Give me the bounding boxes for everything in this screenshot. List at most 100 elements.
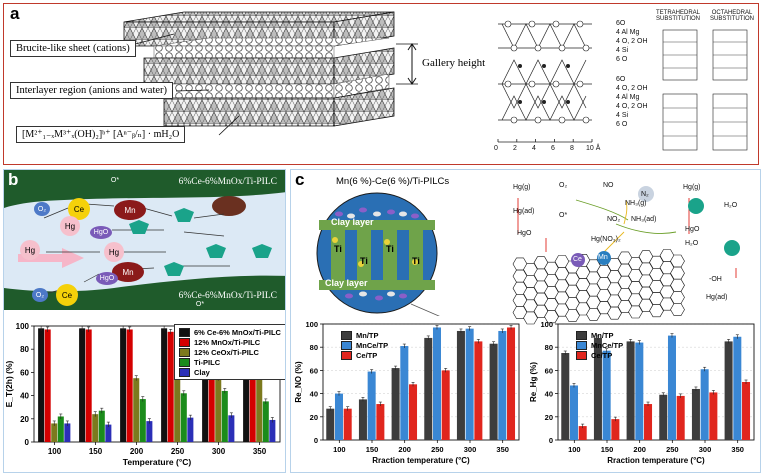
bar [400, 346, 409, 440]
bar [180, 393, 187, 442]
brucite-sheet-label: Brucite-like sheet (cations) [10, 40, 136, 57]
bar [742, 382, 751, 440]
y-tick-label: 60 [545, 366, 553, 375]
pillared-clay-schematic [316, 192, 440, 316]
bar [249, 342, 256, 442]
graphene-hexagon [596, 301, 612, 315]
graphene-hexagon [554, 303, 570, 317]
layer-label: 6 O [616, 56, 628, 63]
bar [376, 404, 385, 440]
y-tick-label: 40 [20, 392, 29, 401]
legend-swatch [341, 350, 352, 360]
x-tick-label: 250 [171, 447, 185, 456]
bar [602, 350, 611, 440]
bar [98, 410, 105, 442]
legend-swatch [179, 357, 190, 367]
plot-frame [322, 323, 520, 441]
legend-label: Mn/TP [356, 330, 379, 340]
graphene-hexagon [533, 304, 549, 318]
legend-item: MnCe/TP [341, 340, 388, 350]
interlayer-region-label: Interlayer region (anions and water) [10, 82, 174, 99]
smectite-structure-sketch [497, 20, 593, 143]
bar [593, 337, 602, 440]
ti-pillar-label: Ti [334, 244, 342, 254]
bar [38, 328, 45, 442]
x-tick-label: 300 [699, 445, 712, 454]
legend-item: 12% CeOx/Ti-PILC [179, 347, 281, 357]
x-axis-label: Temperature (°C) [123, 457, 192, 467]
bar [456, 330, 465, 440]
legend-swatch [179, 347, 190, 357]
legend-label: Ce/TP [356, 350, 378, 360]
mech-label: Hg(ad) [513, 208, 535, 215]
bar [215, 378, 222, 442]
mn-species: Mn [112, 262, 144, 282]
y-tick-label: 60 [20, 368, 29, 377]
o2-species: O₂ [32, 288, 48, 302]
plot-frame [33, 325, 281, 443]
y-tick-label: 0 [25, 438, 30, 447]
legend-item: Ce/TP [341, 350, 388, 360]
bar [391, 368, 400, 440]
y-tick-label: 60 [310, 366, 318, 375]
hgo-species: HgO [96, 272, 118, 285]
bar [221, 390, 228, 442]
legend-item: Mn/TP [576, 330, 623, 340]
scale-tick: 10 Å [586, 145, 601, 152]
mechanism-schematic-b [4, 170, 285, 310]
legend-label: 6% Ce-6% MnOx/Ti-PILC [194, 327, 281, 337]
legend-swatch [179, 327, 190, 337]
legend-swatch [341, 330, 352, 340]
hg-species: Hg [20, 240, 40, 260]
mech-label: HgO [517, 230, 532, 237]
x-tick-label: 300 [212, 447, 226, 456]
bar [92, 414, 99, 442]
panel-b: b 6%Ce-6%MnOx/Ti-PILC 6%Ce-6%MnOx/Ti-PIL… [3, 169, 286, 473]
x-tick-label: 350 [496, 445, 509, 454]
bar [367, 371, 376, 440]
y-axis-label: Re_NO (%) [294, 361, 303, 403]
bar [409, 384, 418, 440]
scale-tick: 4 [532, 145, 536, 152]
bar [208, 334, 215, 442]
mech-label: Hg(g) [683, 184, 701, 191]
catalyst-label-top: 6%Ce-6%MnOx/Ti-PILC [178, 177, 277, 187]
o2-species: O₂ [34, 202, 50, 216]
y-tick-label: 80 [310, 343, 318, 352]
x-axis-label: Rraction temperature (°C) [372, 456, 470, 465]
legend-item: Clay [179, 367, 281, 377]
bar [161, 328, 168, 442]
x-tick-label: 100 [48, 447, 62, 456]
bar [424, 337, 433, 440]
panel-a-label: a [10, 4, 20, 23]
legend-swatch [576, 340, 587, 350]
mech-label: H₂O [685, 240, 699, 247]
x-tick-label: 350 [731, 445, 744, 454]
tetrahedral-substitution-heading: TETRAHEDRAL SUBSTITUTION [656, 10, 701, 22]
ce-species: Ce [56, 284, 78, 306]
y-tick-label: 100 [540, 320, 553, 329]
legend-item: Mn/TP [341, 330, 388, 340]
catalyst-title: Mn(6 %)-Ce(6 %)/Ti-PILCs [336, 176, 450, 187]
clay-layer-label-top: Clay layer [331, 217, 374, 227]
mech-label: Ce [573, 256, 582, 263]
x-tick-label: 100 [568, 445, 581, 454]
y-tick-label: 20 [20, 415, 29, 424]
bar [659, 394, 668, 440]
y-tick-label: 20 [545, 413, 553, 422]
x-tick-label: 150 [366, 445, 379, 454]
y-tick-label: 0 [549, 436, 553, 445]
mech-label: HgO [685, 226, 700, 233]
oxygen-radical-label: O* [195, 300, 205, 308]
mech-label: O* [559, 212, 568, 219]
bar [700, 369, 709, 440]
layer-label: 4 Al Mg [616, 29, 640, 36]
panel-a: a [3, 3, 759, 165]
oxygen-radical-label: O* [110, 176, 120, 184]
bar [85, 329, 92, 442]
y-tick-label: 100 [305, 320, 318, 329]
mech-label: Hg(ad) [706, 294, 728, 301]
bar [228, 415, 235, 442]
layer-label: 4 Si [616, 112, 629, 119]
